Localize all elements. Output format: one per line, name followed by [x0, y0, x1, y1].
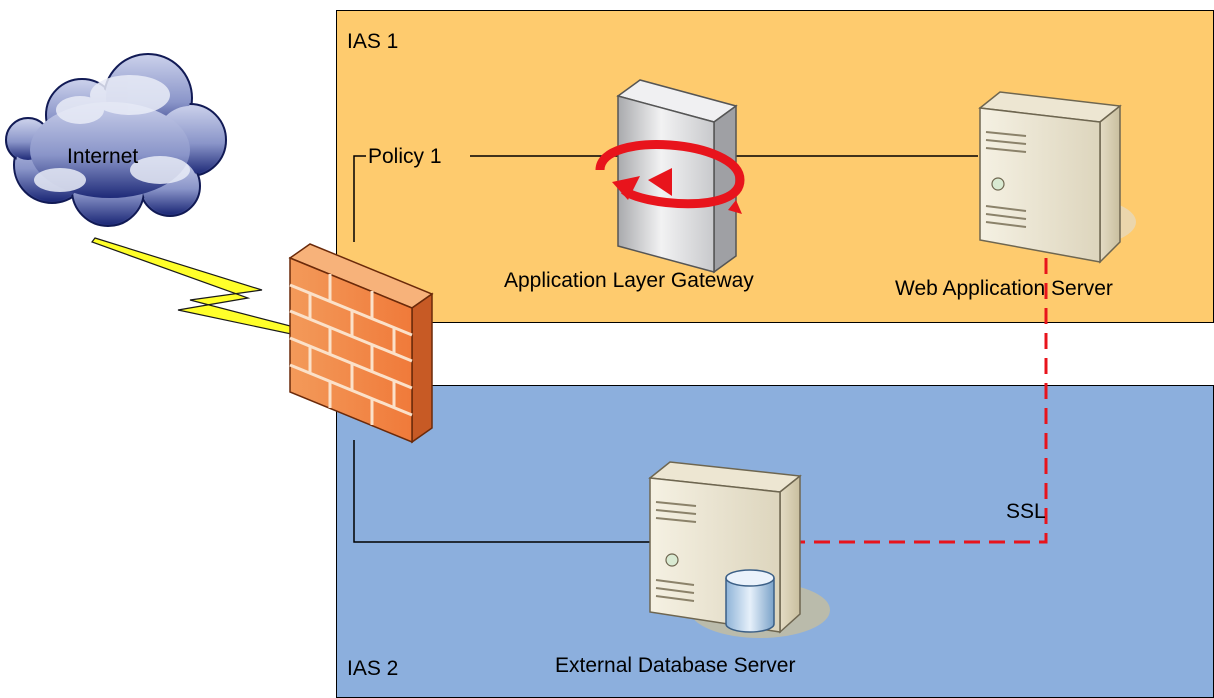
ssl-label: SSL	[1006, 500, 1046, 523]
db-server-label: External Database Server	[555, 654, 796, 677]
gateway-label: Application Layer Gateway	[504, 269, 754, 292]
gateway-icon	[595, 79, 745, 274]
database-cylinder-icon	[725, 569, 775, 633]
web-server-label: Web Application Server	[895, 277, 1113, 300]
firewall-db-link	[353, 440, 650, 543]
ias2-label: IAS 2	[347, 657, 399, 680]
ias1-label: IAS 1	[347, 30, 399, 53]
database-server-icon	[648, 461, 830, 638]
cloud-icon	[5, 53, 227, 227]
policy-label: Policy 1	[368, 145, 442, 168]
ssl-link	[796, 258, 1048, 544]
web-server-icon	[978, 91, 1136, 264]
internet-label: Internet	[67, 145, 139, 168]
firewall-icon	[288, 243, 434, 444]
